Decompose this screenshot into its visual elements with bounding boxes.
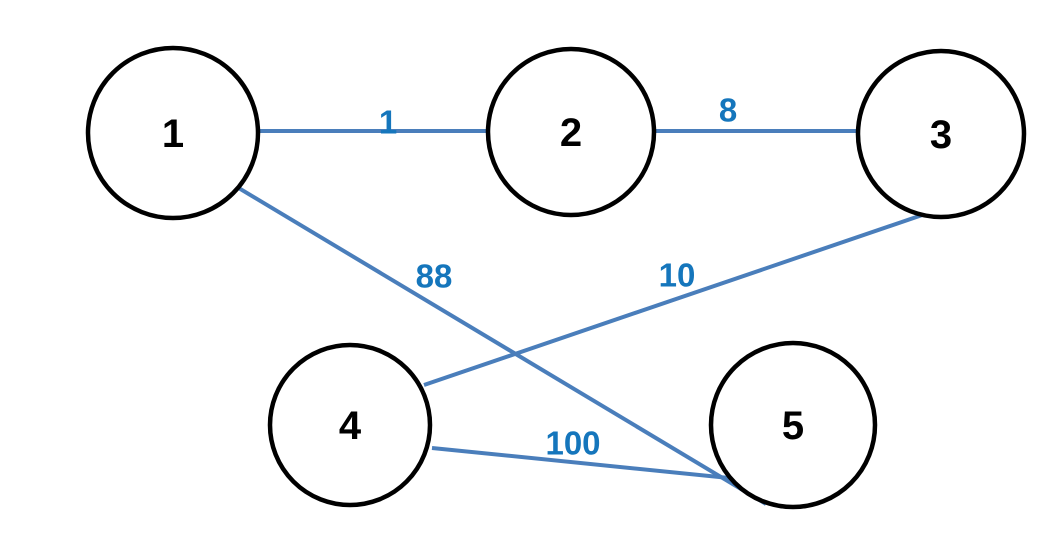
node-circle-3[interactable] [855, 48, 1027, 220]
graph-edge-1-5 [230, 182, 768, 506]
node-circle-1[interactable] [85, 45, 261, 221]
graph-node-4[interactable]: 4 [267, 342, 433, 508]
edge-weight-label-4-5: 100 [545, 425, 600, 462]
edge-weight-label-1-2: 1 [379, 104, 397, 141]
graph-node-5[interactable]: 5 [708, 340, 878, 510]
edge-weight-label-3-4: 10 [659, 257, 696, 294]
node-label-5: 5 [782, 404, 804, 448]
graph-edge-4-5 [431, 446, 740, 481]
edges-group [230, 129, 935, 506]
node-label-1: 1 [162, 112, 184, 156]
edge-weight-label-2-3: 8 [719, 92, 737, 129]
graph-edge-3-4 [423, 209, 935, 387]
node-label-4: 4 [339, 404, 362, 448]
graph-node-3[interactable]: 3 [855, 48, 1027, 220]
node-label-2: 2 [560, 111, 582, 155]
edge-weight-label-1-5: 88 [416, 258, 453, 295]
graph-node-2[interactable]: 2 [485, 46, 657, 218]
nodes-group: 1 2 3 4 5 [85, 45, 1027, 510]
node-label-3: 3 [930, 113, 952, 157]
node-circle-5[interactable] [708, 340, 878, 510]
node-circle-2[interactable] [485, 46, 657, 218]
node-circle-4[interactable] [267, 342, 433, 508]
graph-node-1[interactable]: 1 [85, 45, 261, 221]
